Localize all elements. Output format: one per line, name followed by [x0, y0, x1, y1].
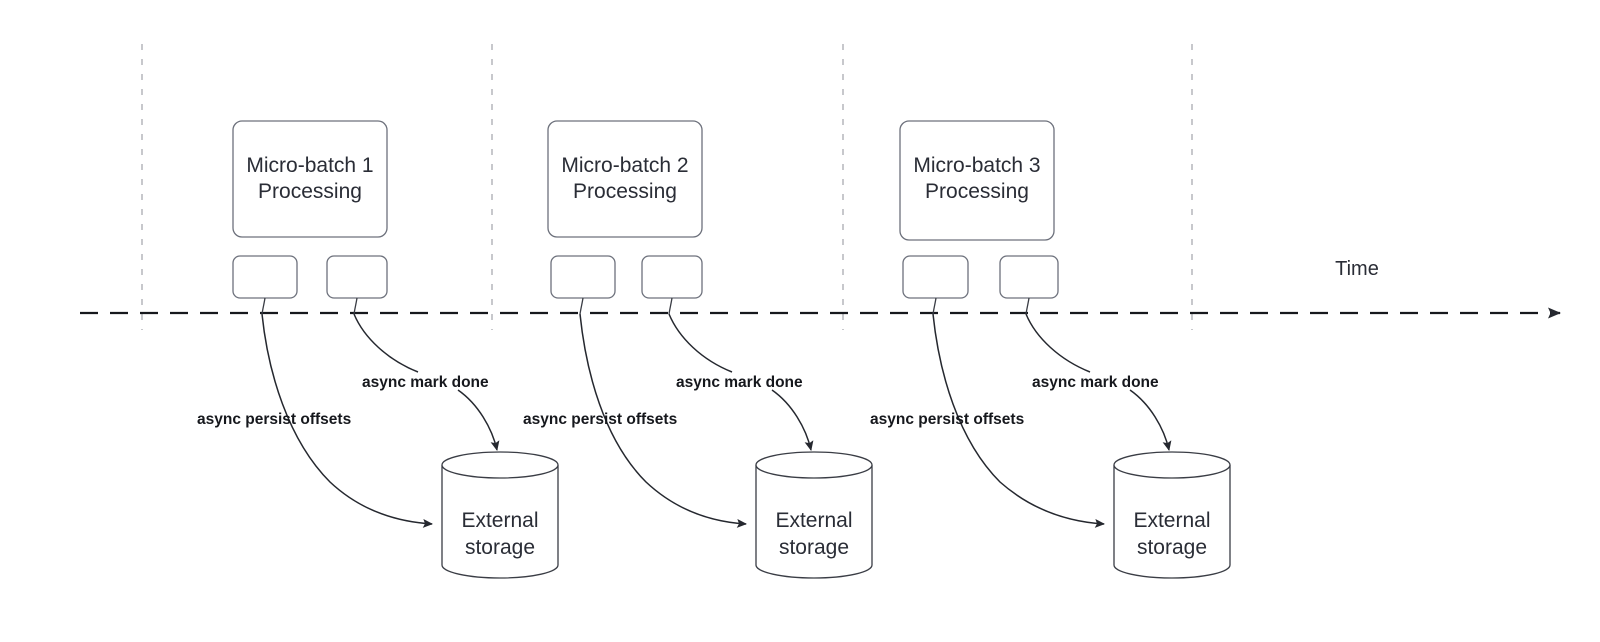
group-1-storage-body[interactable] — [441, 465, 559, 579]
time-axis-label: Time — [1335, 258, 1379, 280]
group-1: Micro-batch 1 Processing async persist o… — [197, 120, 559, 579]
group-1-storage-label-line2: storage — [465, 536, 535, 559]
process-box-2[interactable] — [547, 120, 703, 238]
group-3: Micro-batch 3 Processing async persist o… — [870, 120, 1231, 579]
group-1-task-box-mark[interactable] — [326, 255, 388, 299]
group-2: Micro-batch 2 Processing async persist o… — [523, 120, 873, 579]
group-3-task-box-mark[interactable] — [999, 255, 1059, 299]
group-1-storage-label-line1: External — [461, 509, 538, 532]
group-2-storage-label-line1: External — [775, 509, 852, 532]
group-1-label-persist-offsets: async persist offsets — [197, 411, 351, 428]
process-box-2-label-line2: Processing — [573, 180, 677, 203]
group-2-storage-top — [755, 451, 873, 479]
process-box-1-label-line2: Processing — [258, 180, 362, 203]
group-2-storage-label-line2: storage — [779, 536, 849, 559]
group-2-storage-body[interactable] — [755, 465, 873, 579]
group-2-label-persist-offsets: async persist offsets — [523, 411, 677, 428]
group-1-edge-mark-done — [353, 313, 419, 373]
group-2-task-box-mark[interactable] — [641, 255, 703, 299]
group-3-edge-persist-offsets — [932, 313, 1105, 528]
process-box-3[interactable] — [899, 120, 1055, 241]
group-3-stem-persist — [932, 297, 937, 315]
group-3-storage-label-line2: storage — [1137, 536, 1207, 559]
group-2-edge-mark-done — [668, 313, 733, 373]
group-3-label-mark-done: async mark done — [1032, 374, 1159, 391]
group-1-stem-mark — [353, 297, 358, 315]
group-1-edge-mark-done-tail — [457, 389, 500, 451]
group-2-edge-persist-offsets — [579, 313, 747, 528]
group-3-storage-top — [1113, 451, 1231, 479]
group-2-stem-mark — [668, 297, 673, 315]
group-3-edge-mark-done — [1025, 313, 1091, 373]
group-2-stem-persist — [579, 297, 584, 315]
process-box-3-label-line2: Processing — [925, 180, 1029, 203]
group-2-task-box-persist[interactable] — [550, 255, 616, 299]
group-3-storage-label-line1: External — [1133, 509, 1210, 532]
group-3-task-box-persist[interactable] — [902, 255, 969, 299]
group-3-label-persist-offsets: async persist offsets — [870, 411, 1024, 428]
process-box-1[interactable] — [232, 120, 388, 238]
group-2-edge-mark-done-tail — [771, 389, 814, 451]
group-1-edge-persist-offsets — [261, 313, 433, 528]
process-box-1-label-line1: Micro-batch 1 — [246, 154, 373, 177]
group-3-stem-mark — [1025, 297, 1030, 315]
group-3-storage-body[interactable] — [1113, 465, 1231, 579]
divider-group — [141, 44, 1193, 330]
group-1-stem-persist — [261, 297, 266, 315]
group-1-storage-top — [441, 451, 559, 479]
process-box-3-label-line1: Micro-batch 3 — [913, 154, 1040, 177]
group-1-label-mark-done: async mark done — [362, 374, 489, 391]
process-box-2-label-line1: Micro-batch 2 — [561, 154, 688, 177]
group-3-edge-mark-done-tail — [1129, 389, 1172, 451]
group-2-label-mark-done: async mark done — [676, 374, 803, 391]
group-1-task-box-persist[interactable] — [232, 255, 298, 299]
